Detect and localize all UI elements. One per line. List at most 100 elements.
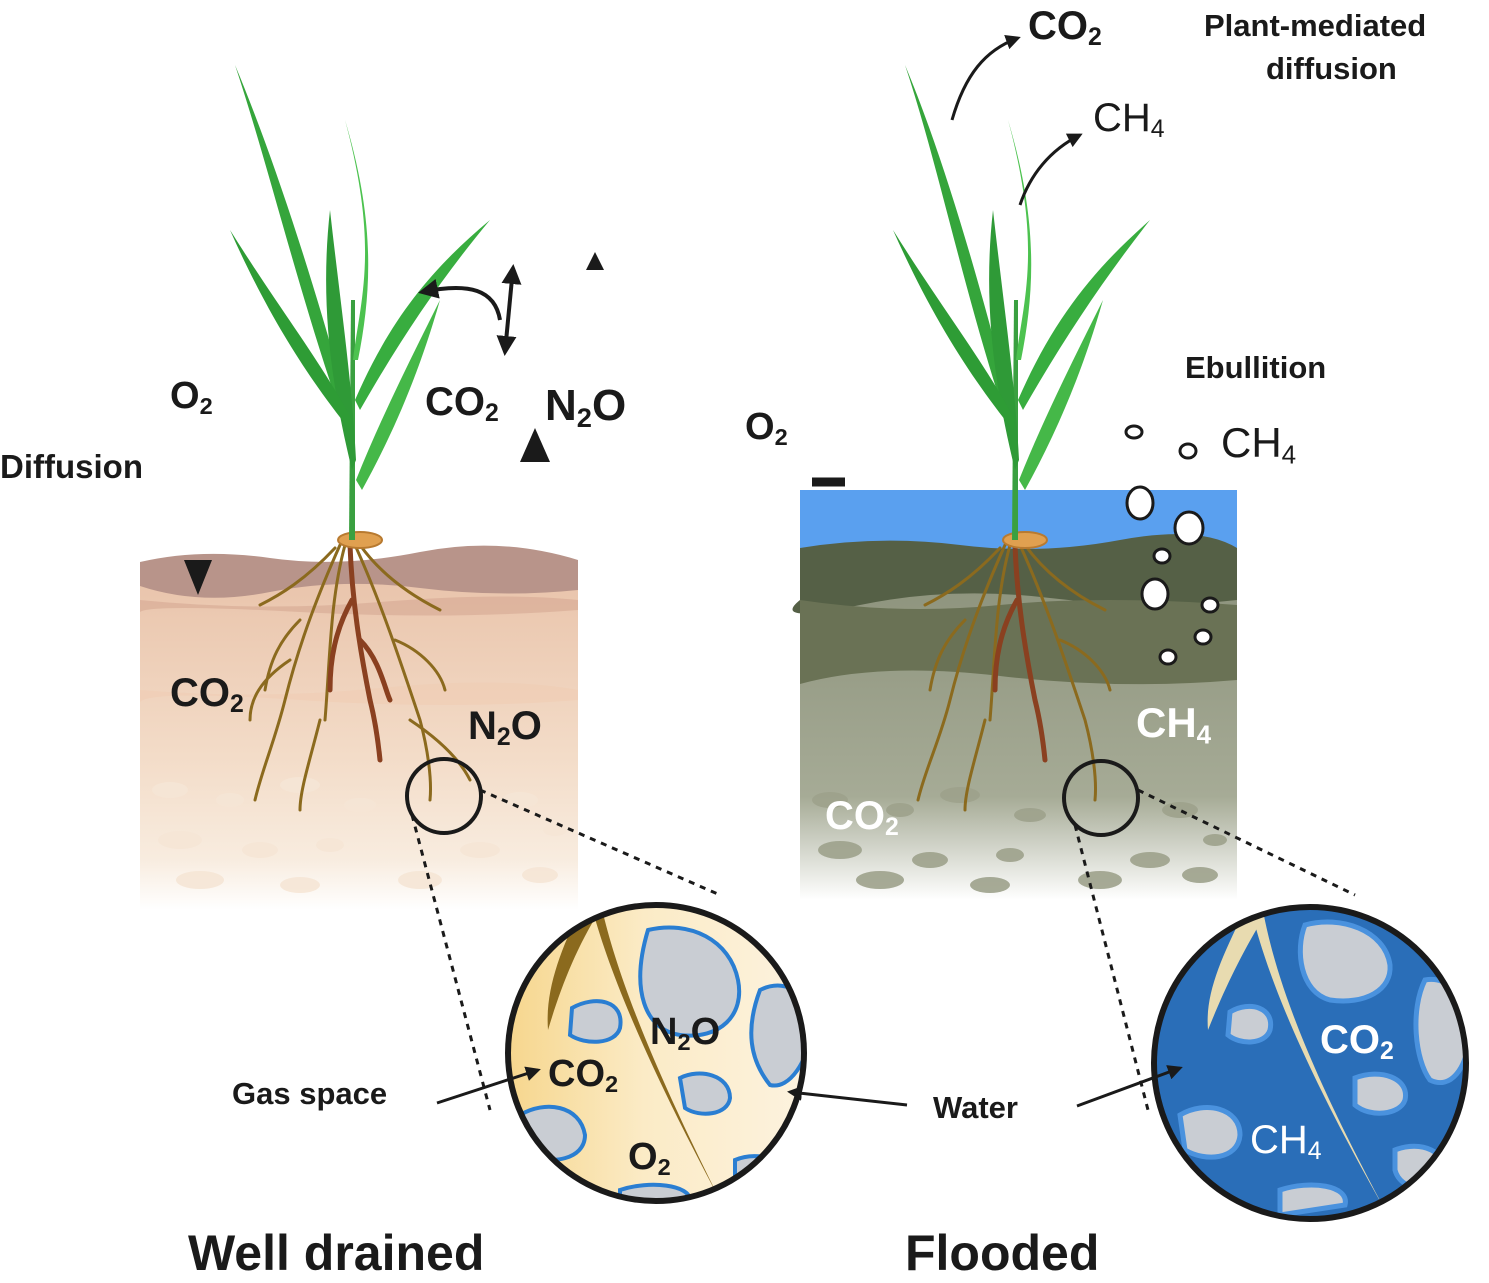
subscript: 4 bbox=[1196, 719, 1212, 750]
co2-air-label-right: CO2 bbox=[1028, 6, 1102, 51]
arrow-icon bbox=[496, 264, 522, 356]
well-drained-panel bbox=[140, 65, 908, 1204]
co2-text: CO bbox=[1320, 1018, 1380, 1062]
flooded-title: Flooded bbox=[905, 1225, 1100, 1281]
ebullition-label: Ebullition bbox=[1185, 350, 1327, 385]
arrow-icon bbox=[436, 1066, 541, 1105]
subscript: 2 bbox=[1380, 1038, 1394, 1066]
ch4-air-label: CH4 bbox=[1093, 98, 1165, 143]
water-callout: Water bbox=[933, 1090, 1018, 1125]
o-text: O bbox=[510, 704, 542, 748]
o-text: O bbox=[591, 381, 627, 430]
co2-text: CO bbox=[1028, 4, 1088, 48]
roots-icon bbox=[916, 542, 1112, 812]
zoom-guide-line bbox=[1137, 788, 1356, 897]
subscript: 2 bbox=[485, 400, 499, 428]
arrow-icon bbox=[184, 560, 212, 595]
zoom-guide-line bbox=[410, 814, 492, 1111]
o-text: O bbox=[690, 1011, 721, 1053]
co2-soil-label-left: CO2 bbox=[170, 673, 244, 718]
subscript: 2 bbox=[677, 1028, 691, 1055]
n2o-air-label: N2O bbox=[545, 384, 626, 431]
subscript: 2 bbox=[496, 724, 511, 752]
subscript: 4 bbox=[1281, 439, 1297, 470]
zoom-flooded bbox=[1151, 904, 1469, 1222]
o2-air-label: O2 bbox=[170, 377, 213, 418]
n-text: N bbox=[650, 1011, 678, 1053]
bubble-icon bbox=[1178, 442, 1198, 460]
plant-mediated-label-2: diffusion bbox=[1266, 51, 1397, 86]
diffusion-label: Diffusion bbox=[0, 448, 143, 485]
bubble-icon bbox=[1140, 577, 1170, 611]
zoom-well-drained bbox=[505, 902, 807, 1204]
plant-icon bbox=[893, 65, 1150, 540]
co2-text: CO bbox=[548, 1053, 605, 1095]
bubble-icon bbox=[1173, 510, 1205, 546]
plant-mediated-label-1: Plant-mediated bbox=[1204, 8, 1427, 43]
plant-icon bbox=[230, 65, 490, 540]
seed-icon bbox=[337, 531, 383, 549]
subscript: 2 bbox=[885, 814, 899, 842]
bubbles bbox=[1124, 424, 1220, 666]
magnifier-circle-icon bbox=[405, 757, 483, 835]
n2o-soil-label: N2O bbox=[468, 706, 542, 751]
o2-text: O bbox=[170, 375, 200, 417]
subscript: 2 bbox=[1088, 24, 1102, 52]
arrow-icon bbox=[520, 428, 550, 462]
subscript: 2 bbox=[605, 1070, 619, 1097]
subscript: 2 bbox=[576, 401, 592, 433]
well-drained-title: Well drained bbox=[188, 1225, 485, 1281]
subscript: 2 bbox=[774, 423, 788, 450]
n-text: N bbox=[468, 704, 497, 748]
zoom-guide-line bbox=[479, 788, 721, 897]
bubble-icon bbox=[1193, 628, 1213, 646]
ch4-text: CH bbox=[1093, 96, 1151, 140]
arrow-icon bbox=[418, 278, 502, 321]
arrow-icon bbox=[586, 252, 604, 270]
o2-zoom-label: O2 bbox=[628, 1138, 671, 1179]
ch4-text: CH bbox=[1221, 419, 1282, 466]
arrow-icon bbox=[787, 1085, 908, 1107]
roots-icon bbox=[248, 542, 472, 812]
zoom-circle-well-drained bbox=[505, 902, 807, 1204]
subscript: 4 bbox=[1307, 1138, 1322, 1166]
ch4-bubble-label: CH4 bbox=[1221, 422, 1296, 468]
arrow-icon bbox=[950, 35, 1021, 121]
arrows-well-drained bbox=[184, 252, 604, 595]
flooded-panel bbox=[792, 35, 1469, 1222]
ch4-text: CH bbox=[1250, 1118, 1308, 1162]
co2-air-label-left: CO2 bbox=[425, 382, 499, 427]
zoom-guide-line bbox=[1073, 824, 1150, 1111]
arrow-icon bbox=[1076, 1065, 1183, 1108]
bubble-icon bbox=[1158, 648, 1178, 666]
co2-text: CO bbox=[825, 794, 885, 838]
bubble-icon bbox=[1152, 547, 1172, 565]
ch4-zoom-label: CH4 bbox=[1250, 1120, 1322, 1165]
seed-icon bbox=[1002, 531, 1048, 549]
subscript: 2 bbox=[657, 1153, 671, 1180]
subscript: 4 bbox=[1150, 116, 1165, 144]
co2-zoom-label-left: CO2 bbox=[548, 1055, 618, 1096]
co2-soil-label-right: CO2 bbox=[825, 796, 899, 841]
o2-text: O bbox=[745, 406, 775, 448]
ch4-text: CH bbox=[1136, 699, 1197, 746]
n2o-zoom-label: N2O bbox=[650, 1013, 720, 1054]
magnifier-circle-icon bbox=[1062, 759, 1140, 837]
subscript: 2 bbox=[230, 691, 244, 719]
bubble-icon bbox=[1124, 424, 1144, 440]
co2-text: CO bbox=[170, 671, 230, 715]
co2-text: CO bbox=[425, 380, 485, 424]
zoom-circle-flooded bbox=[1151, 904, 1469, 1222]
bubble-icon bbox=[1200, 596, 1220, 614]
gas-space-callout: Gas space bbox=[232, 1076, 388, 1111]
o2-blocked-label: O2 bbox=[745, 408, 788, 449]
arrows-flooded bbox=[812, 35, 1083, 487]
o2-text: O bbox=[628, 1136, 658, 1178]
n-text: N bbox=[545, 381, 577, 430]
arrow-icon bbox=[1018, 133, 1083, 206]
co2-zoom-label-right: CO2 bbox=[1320, 1020, 1394, 1065]
bubble-icon bbox=[1125, 485, 1155, 521]
ch4-soil-label: CH4 bbox=[1136, 702, 1211, 748]
